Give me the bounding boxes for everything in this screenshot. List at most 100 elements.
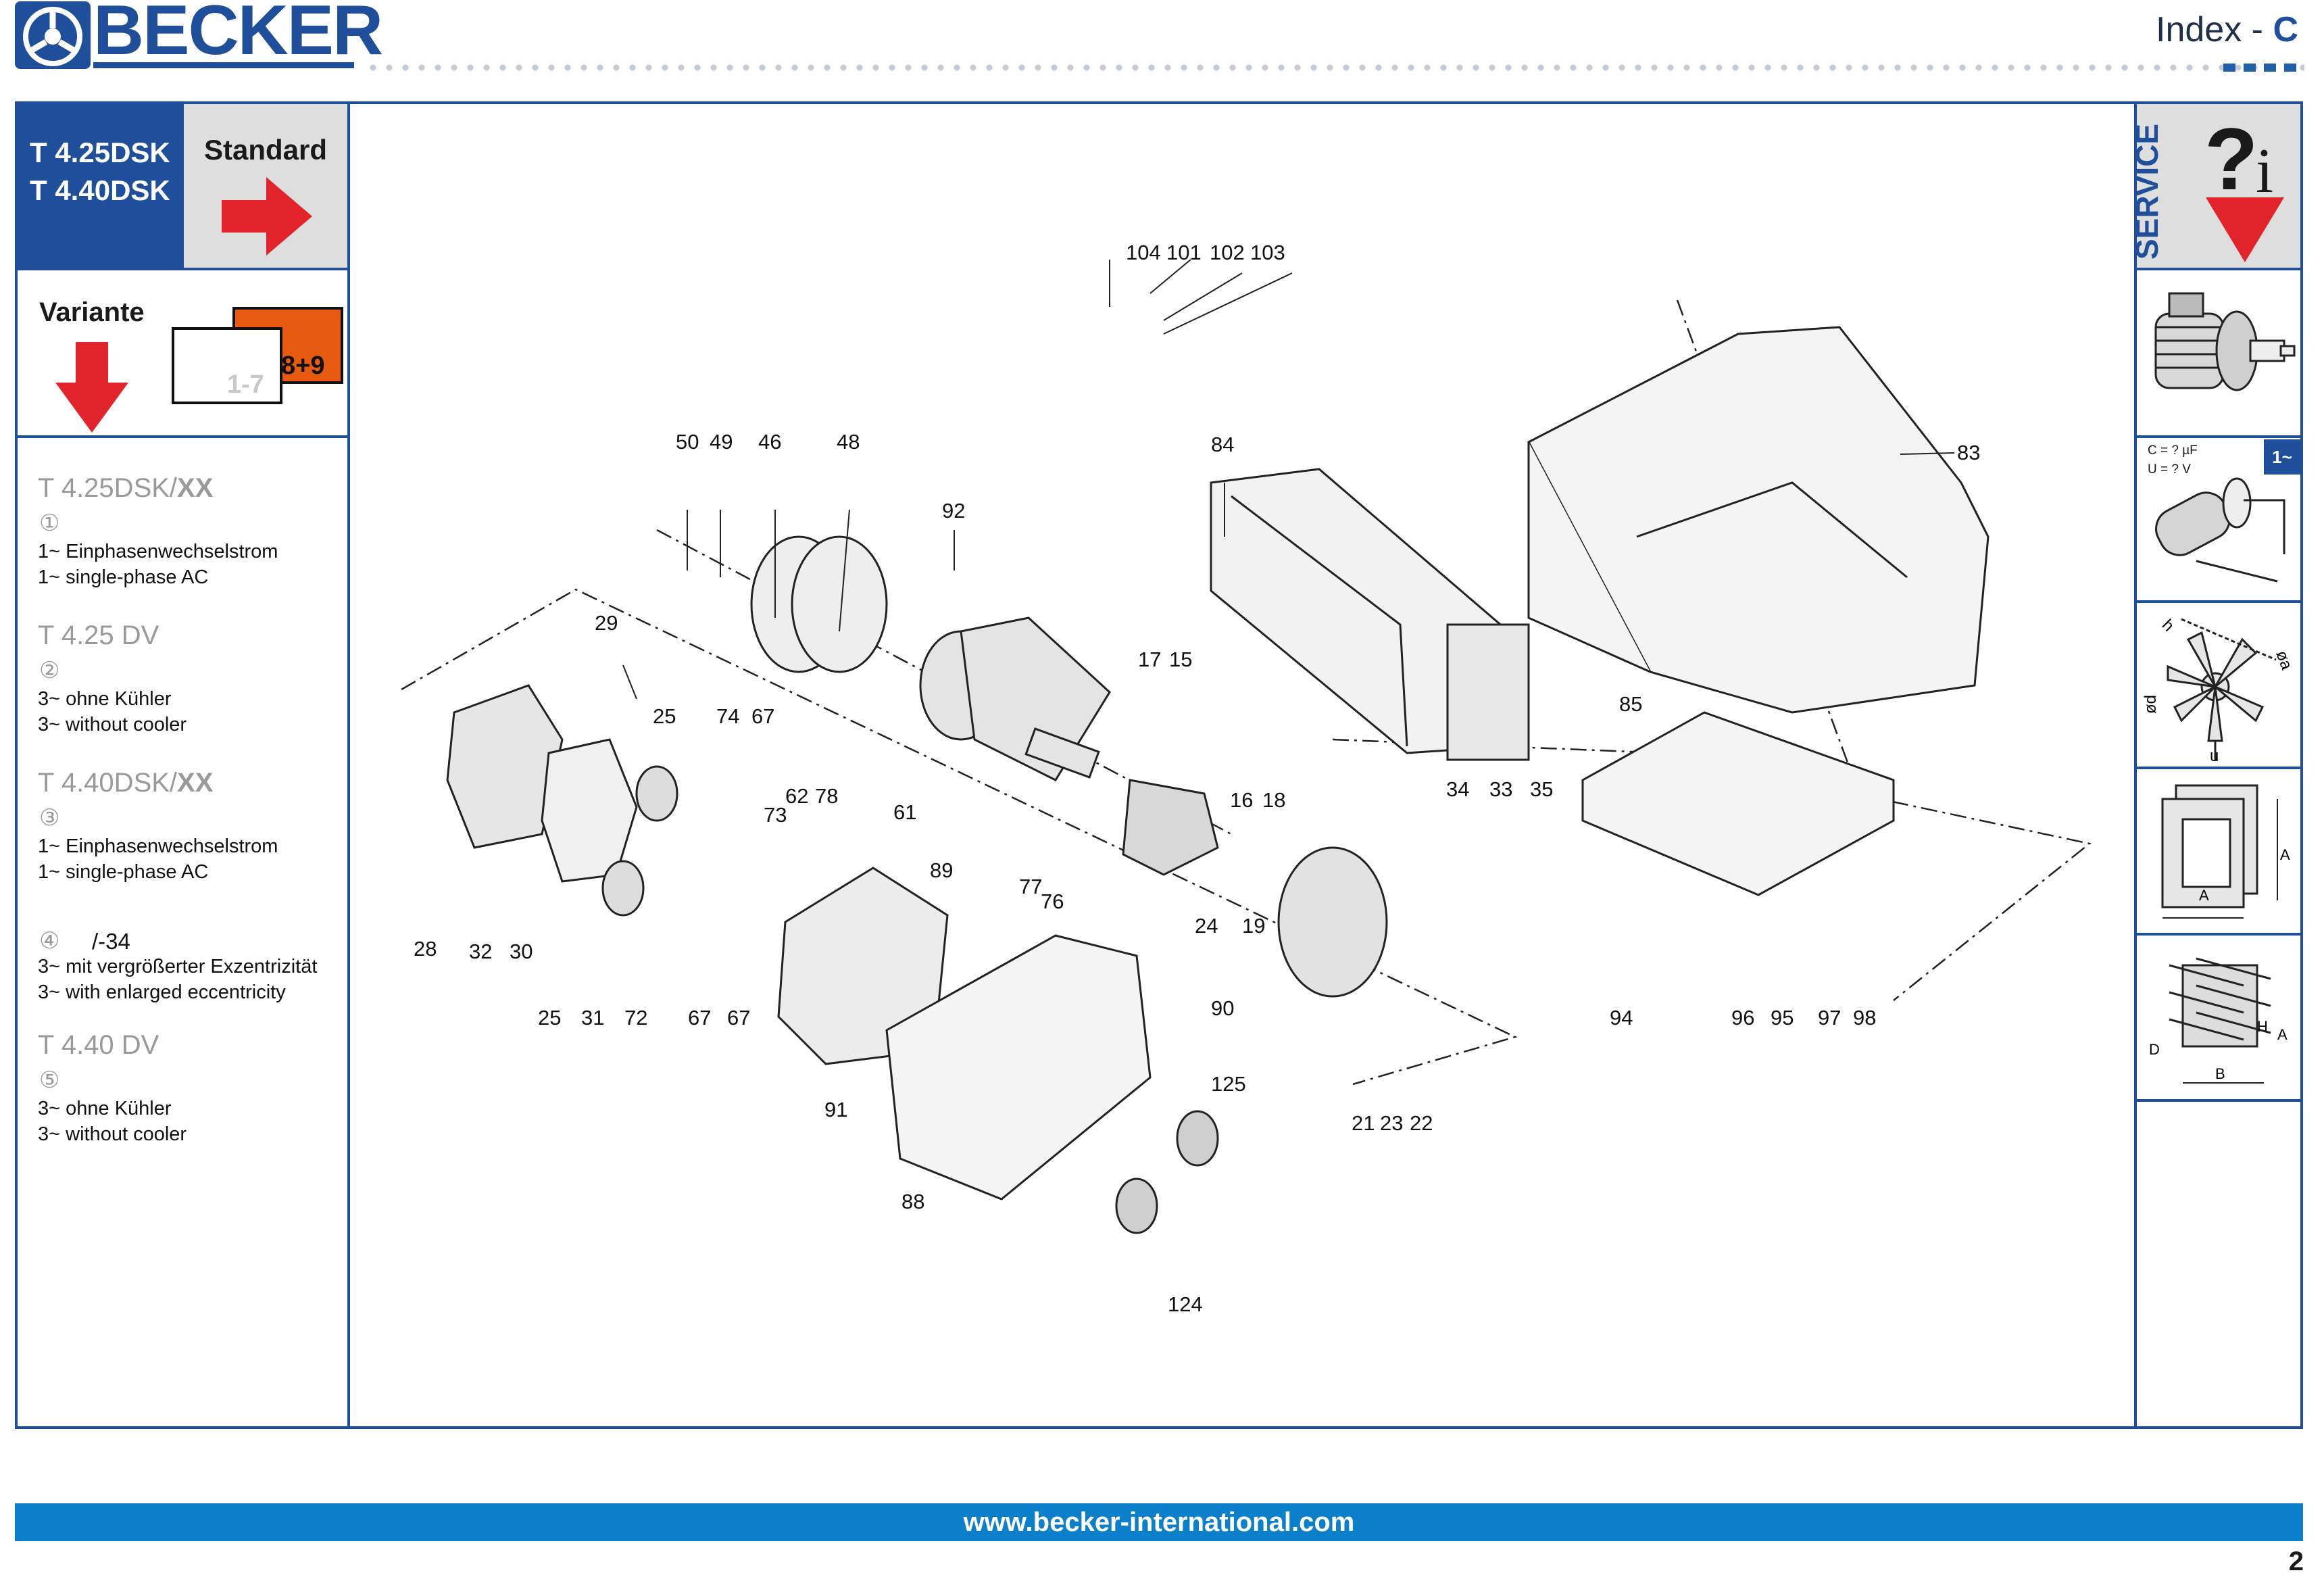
phase-badge: 1~ [2264, 439, 2300, 475]
divider [2134, 767, 2303, 769]
divider [2134, 933, 2303, 936]
part-number: 67 [751, 704, 774, 728]
part-number: 124 [1168, 1292, 1203, 1316]
arrow-down-icon[interactable] [55, 342, 130, 434]
divider [15, 268, 350, 270]
part-number: 32 [469, 940, 492, 963]
variant-desc-de: 1~ Einphasenwechselstrom [38, 541, 278, 562]
divider [2134, 268, 2303, 270]
part-number: 83 [1957, 441, 1980, 464]
motor-icon[interactable] [2142, 273, 2298, 433]
part-number: 76 [1041, 890, 1064, 913]
part-number: 25 [653, 704, 676, 728]
variant-title-4: /-34 [92, 929, 130, 954]
capacitor-u: U = ? V [2148, 462, 2191, 477]
part-number: 98 [1853, 1006, 1876, 1029]
model-name-1: T 4.25DSK [30, 137, 170, 168]
service-header[interactable] [2137, 104, 2300, 269]
index-prefix: Index - [2156, 10, 2273, 49]
part-number: 62 [785, 784, 808, 808]
part-number: 73 [764, 803, 787, 827]
brand-name: BECKER [93, 0, 383, 70]
divider [2134, 1099, 2303, 1102]
index-label: Index - C [2156, 9, 2298, 50]
part-number: 25 [538, 1006, 561, 1029]
part-number: 103 [1250, 241, 1285, 264]
card-back-label: 8+9 [281, 351, 325, 380]
part-number: 125 [1211, 1072, 1246, 1096]
part-number: 77 [1019, 875, 1042, 898]
variant-desc-en: 1~ single-phase AC [38, 566, 209, 588]
capacitor-c: C = ? µF [2148, 443, 2198, 458]
variant-desc-de: 3~ mit vergrößerter Exzentrizität [38, 956, 318, 977]
divider [15, 435, 350, 438]
part-number: 94 [1610, 1006, 1633, 1029]
variant-marker-2: ② [39, 658, 60, 683]
svg-text:A: A [2277, 1026, 2288, 1043]
flange-label-side: A [2280, 846, 2290, 863]
help-info-icon[interactable]: ? i [2202, 108, 2303, 265]
divider [2134, 600, 2303, 603]
variant-desc-en: 3~ without cooler [38, 1123, 187, 1145]
exploded-view-panel [350, 101, 2137, 1429]
variant-desc-en: 1~ single-phase AC [38, 861, 209, 883]
variant-marker-1: ① [39, 510, 60, 536]
variant-title-suffix: XX [177, 473, 214, 503]
svg-text:B: B [2215, 1065, 2225, 1082]
part-number: 31 [581, 1006, 604, 1029]
part-number: 24 [1195, 914, 1218, 938]
variant-title-suffix: XX [177, 768, 214, 798]
svg-text:ød: ød [2142, 695, 2160, 714]
part-number: 33 [1489, 777, 1512, 801]
card-front-label: 1-7 [227, 370, 264, 399]
footer-bar [15, 1503, 2303, 1541]
arrow-right-icon[interactable] [222, 177, 316, 257]
index-letter: C [2273, 10, 2298, 49]
part-number: 16 [1230, 788, 1253, 812]
part-number: 15 [1169, 648, 1192, 671]
svg-text:?: ? [2204, 110, 2258, 208]
part-number: 89 [930, 858, 953, 882]
flange-icon[interactable]: A A [2142, 772, 2299, 931]
part-number: 49 [710, 430, 733, 454]
part-number: 22 [1410, 1111, 1433, 1135]
header-dotted-rule [365, 64, 2304, 72]
part-number: 19 [1242, 914, 1265, 938]
svg-text:u: u [2210, 747, 2219, 765]
part-number: 61 [893, 800, 916, 824]
part-number: 104 [1126, 241, 1161, 264]
standard-box[interactable] [184, 104, 347, 270]
flange-label-bottom: A [2199, 887, 2209, 904]
brand-underline [93, 62, 354, 68]
variant-title-text: T 4.40 DV [38, 1030, 159, 1060]
variant-title-1: T 4.25DSK/XX [38, 473, 213, 504]
variant-cards-icon[interactable] [169, 306, 346, 407]
svg-text:D: D [2149, 1041, 2160, 1058]
model-name-2: T 4.40DSK [30, 174, 170, 206]
svg-text:i: i [2256, 136, 2273, 206]
variant-title-5: T 4.40 DV [38, 1030, 159, 1061]
part-number: 102 [1210, 241, 1245, 264]
part-number: 17 [1138, 648, 1161, 671]
part-number: 23 [1380, 1111, 1403, 1135]
capacitor-icon[interactable] [2142, 473, 2298, 602]
variant-marker-4: ④ [39, 928, 60, 954]
website-link[interactable]: www.becker-international.com [963, 1507, 1355, 1537]
svg-text:øa: øa [2272, 648, 2296, 673]
variant-desc-de: 1~ Einphasenwechselstrom [38, 835, 278, 857]
fan-dimensions-icon[interactable]: h øa ød u [2141, 606, 2300, 765]
variant-marker-3: ③ [39, 805, 60, 831]
part-number: 96 [1731, 1006, 1754, 1029]
part-number: 95 [1771, 1006, 1794, 1029]
part-number: 34 [1446, 777, 1469, 801]
model-names: T 4.25DSK T 4.40DSK [30, 134, 170, 210]
part-number: 29 [595, 611, 618, 635]
variant-title-2: T 4.25 DV [38, 621, 159, 651]
part-number: 67 [727, 1006, 750, 1029]
variant-desc-de: 3~ ohne Kühler [38, 688, 172, 710]
terminal-block-icon[interactable]: D H A B [2142, 938, 2299, 1098]
variant-marker-5: ⑤ [39, 1067, 60, 1093]
service-panel [2134, 101, 2303, 1429]
becker-emblem-icon [15, 1, 91, 69]
part-number: 88 [901, 1190, 924, 1213]
